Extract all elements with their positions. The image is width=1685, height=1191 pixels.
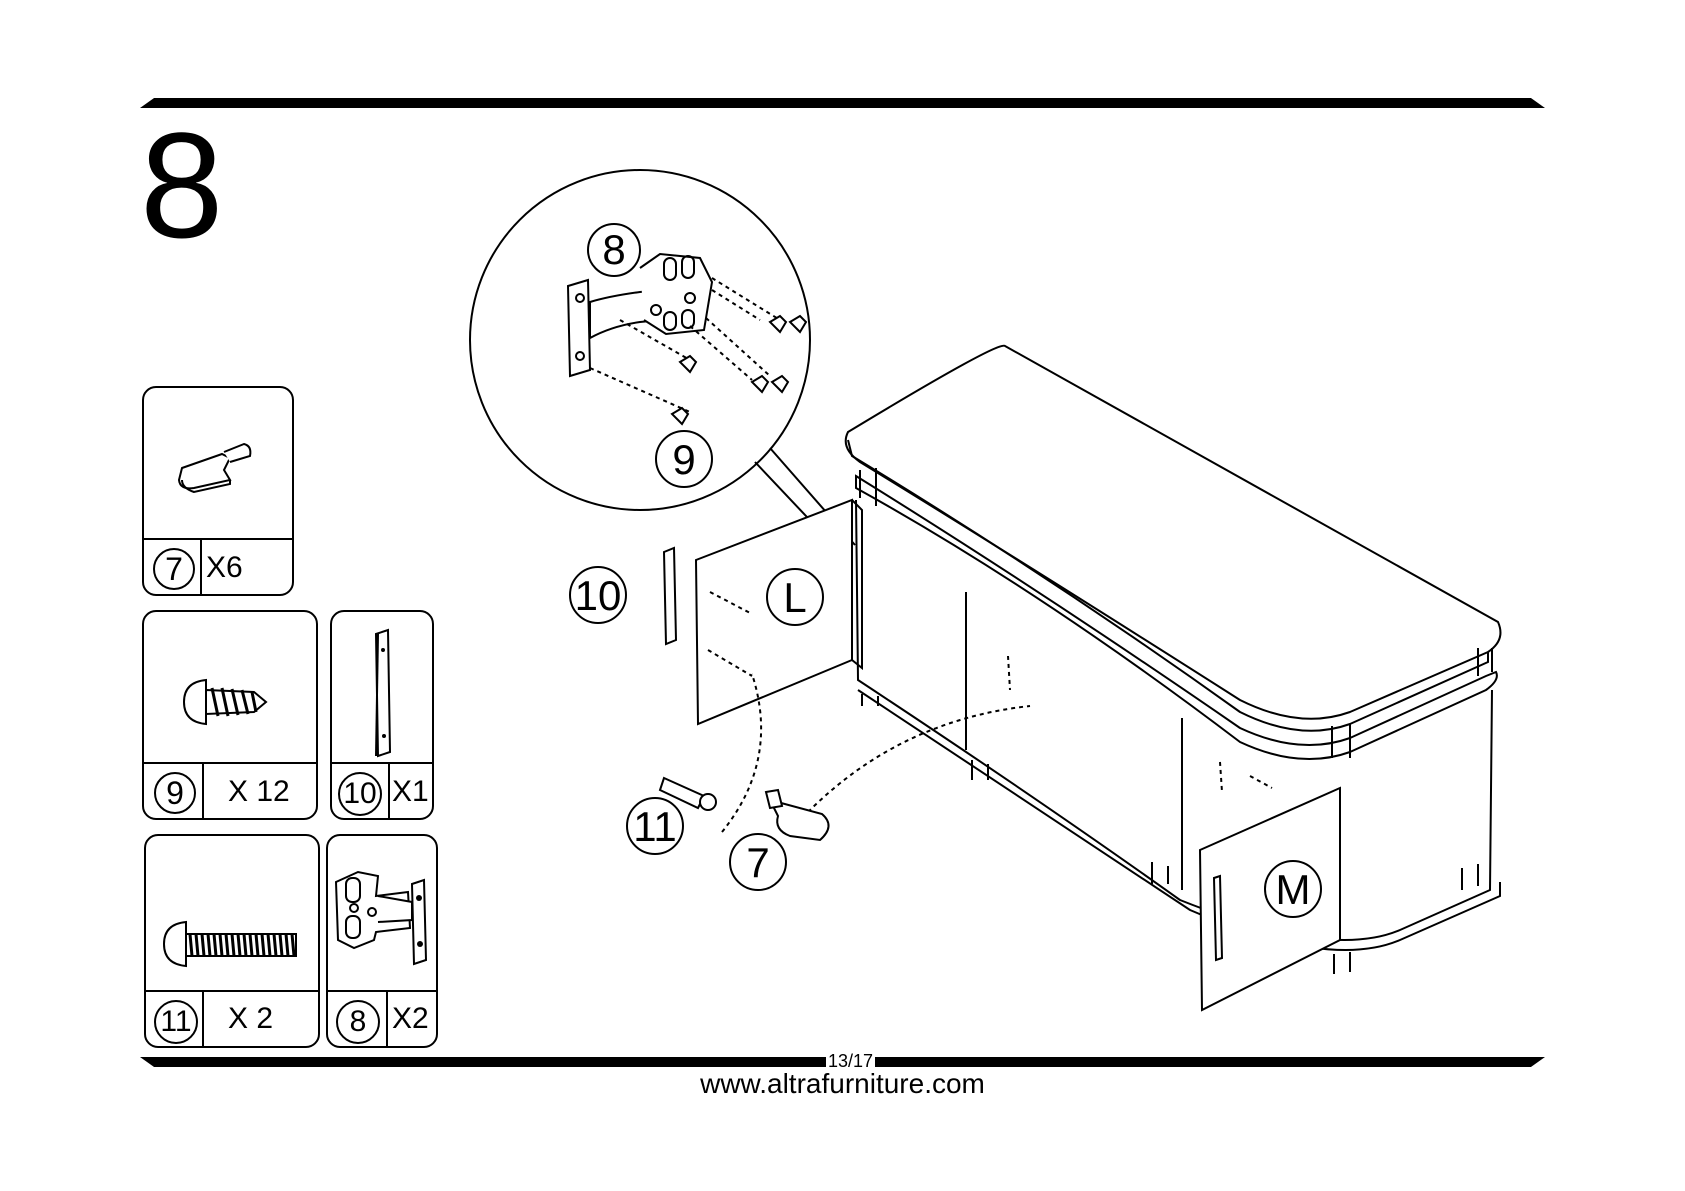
callout-circle-8 [588, 224, 640, 276]
part-card-8: 8 X2 [326, 834, 438, 1048]
part-id-badge: 8 [336, 1000, 380, 1044]
part-card-11: 11 X 2 [144, 834, 320, 1048]
panel-label-circle-m [1265, 861, 1321, 917]
part-id-badge: 9 [154, 772, 196, 814]
part-quantity: X 12 [228, 775, 290, 809]
callout-label: 9 [672, 436, 695, 483]
callout-circle-10 [570, 567, 626, 623]
part-id-badge: 10 [338, 772, 382, 816]
callout-circle-11 [627, 798, 683, 854]
callout-label: 8 [602, 226, 625, 273]
callout-circle-7 [730, 834, 786, 890]
panel-label-circle-l [767, 569, 823, 625]
callout-label: 11 [633, 803, 677, 850]
callout-label: 7 [746, 839, 769, 886]
part-card-9: 9 X 12 [142, 610, 318, 820]
part-card-7: 7 X6 [142, 386, 294, 596]
part-card-10: 10 X1 [330, 610, 434, 820]
panel-label: M [1276, 866, 1311, 913]
part-quantity: X6 [206, 551, 243, 585]
panel-label: L [783, 574, 806, 621]
part-quantity: X 2 [228, 1002, 273, 1036]
part-id-badge: 7 [153, 548, 195, 590]
part-quantity: X2 [392, 1002, 429, 1036]
callout-label: 10 [575, 572, 622, 619]
callout-circle-9 [656, 431, 712, 487]
detail-zoom-circle [470, 170, 810, 510]
top-rule [140, 98, 1545, 108]
website-url[interactable]: www.altrafurniture.com [0, 1068, 1685, 1100]
part-id-badge: 11 [154, 1000, 198, 1044]
part-quantity: X1 [392, 775, 429, 809]
step-number: 8 [140, 110, 223, 260]
